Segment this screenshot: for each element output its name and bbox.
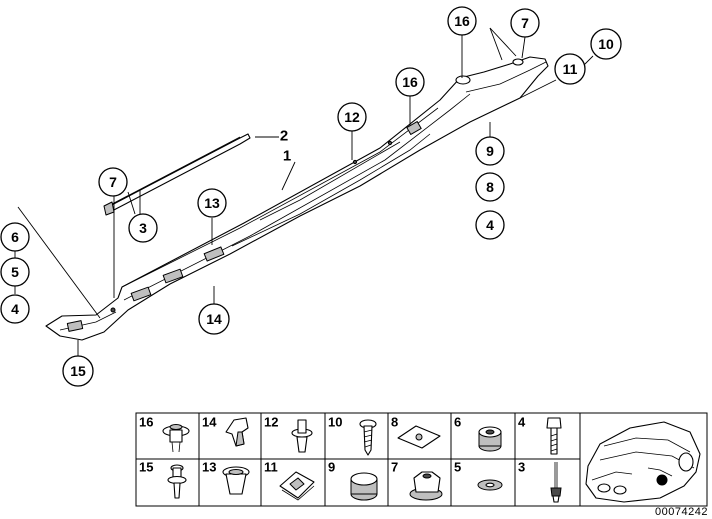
fastener-10-icon xyxy=(359,419,377,456)
callout-16-top-text: 16 xyxy=(454,13,470,29)
callout-13-text: 13 xyxy=(204,195,220,211)
legend-label-10: 10 xyxy=(328,415,342,430)
legend-label-15: 15 xyxy=(139,460,153,475)
callout-4-left: 4 xyxy=(0,294,30,324)
fastener-15-icon xyxy=(167,464,187,499)
legend-label-4: 4 xyxy=(518,415,526,430)
callout-3: 3 xyxy=(128,213,158,243)
callout-4-left-text: 4 xyxy=(11,301,19,317)
legend-label-8: 8 xyxy=(391,415,398,430)
label-1: 1 xyxy=(283,148,291,165)
callout-4-right: 4 xyxy=(475,210,505,240)
fastener-6-icon xyxy=(478,426,502,452)
callout-4-right-text: 4 xyxy=(486,217,494,233)
callout-14: 14 xyxy=(198,303,230,335)
callout-3-text: 3 xyxy=(139,220,147,236)
fastener-legend-grid: 16 14 12 10 8 6 4 15 13 11 9 7 5 3 xyxy=(135,412,708,507)
callout-10: 10 xyxy=(590,28,622,60)
fastener-5-icon xyxy=(477,479,503,491)
callout-6-text: 6 xyxy=(11,229,19,245)
callout-16-top: 16 xyxy=(447,6,477,36)
callout-7-top: 7 xyxy=(510,8,540,38)
legend-label-5: 5 xyxy=(454,460,461,475)
callout-12: 12 xyxy=(337,102,367,132)
callout-15: 15 xyxy=(62,355,94,387)
legend-label-14: 14 xyxy=(202,415,217,430)
callout-13: 13 xyxy=(197,188,227,218)
callout-10-text: 10 xyxy=(598,36,614,52)
fastener-13-icon xyxy=(222,466,250,495)
legend-label-11: 11 xyxy=(264,460,278,475)
callout-16-mid-text: 16 xyxy=(402,74,418,90)
callout-15-text: 15 xyxy=(70,363,86,379)
fastener-8-icon xyxy=(397,425,441,449)
document-number: 00074242 xyxy=(655,506,708,518)
callout-16-mid: 16 xyxy=(395,67,425,97)
legend-label-7: 7 xyxy=(391,460,398,475)
callout-8: 8 xyxy=(475,172,505,202)
location-marker-icon xyxy=(656,474,668,486)
car-locator-icon xyxy=(585,421,701,503)
callout-8-text: 8 xyxy=(486,179,494,195)
fastener-12-icon xyxy=(291,419,313,453)
callout-5-text: 5 xyxy=(11,264,19,280)
fastener-11-icon xyxy=(279,471,315,501)
legend-label-16: 16 xyxy=(139,415,153,430)
label-2: 2 xyxy=(280,128,288,145)
fastener-7-icon xyxy=(409,471,443,501)
legend-label-6: 6 xyxy=(454,415,461,430)
callout-6: 6 xyxy=(0,222,30,252)
moulding-strip-part xyxy=(103,133,251,216)
fastener-16-icon xyxy=(162,424,190,453)
callout-7-left-text: 7 xyxy=(109,174,117,190)
leader-lines xyxy=(14,27,594,356)
callout-9: 9 xyxy=(475,136,505,166)
callout-9-text: 9 xyxy=(486,143,494,159)
legend-label-9: 9 xyxy=(328,460,335,475)
callout-11: 11 xyxy=(554,53,586,85)
legend-label-12: 12 xyxy=(264,415,278,430)
callout-7-left: 7 xyxy=(98,167,128,197)
fastener-4-icon xyxy=(546,417,562,455)
legend-label-3: 3 xyxy=(518,460,525,475)
callout-12-text: 12 xyxy=(344,109,360,125)
fastener-3-icon xyxy=(550,462,562,503)
legend-label-13: 13 xyxy=(202,460,216,475)
callout-14-text: 14 xyxy=(206,311,222,327)
fastener-14-icon xyxy=(225,417,249,447)
callout-5: 5 xyxy=(0,257,30,287)
callout-11-text: 11 xyxy=(563,61,578,77)
side-sill-trim-part xyxy=(45,56,549,341)
callout-7-top-text: 7 xyxy=(521,15,529,31)
fastener-9-icon xyxy=(350,472,378,501)
